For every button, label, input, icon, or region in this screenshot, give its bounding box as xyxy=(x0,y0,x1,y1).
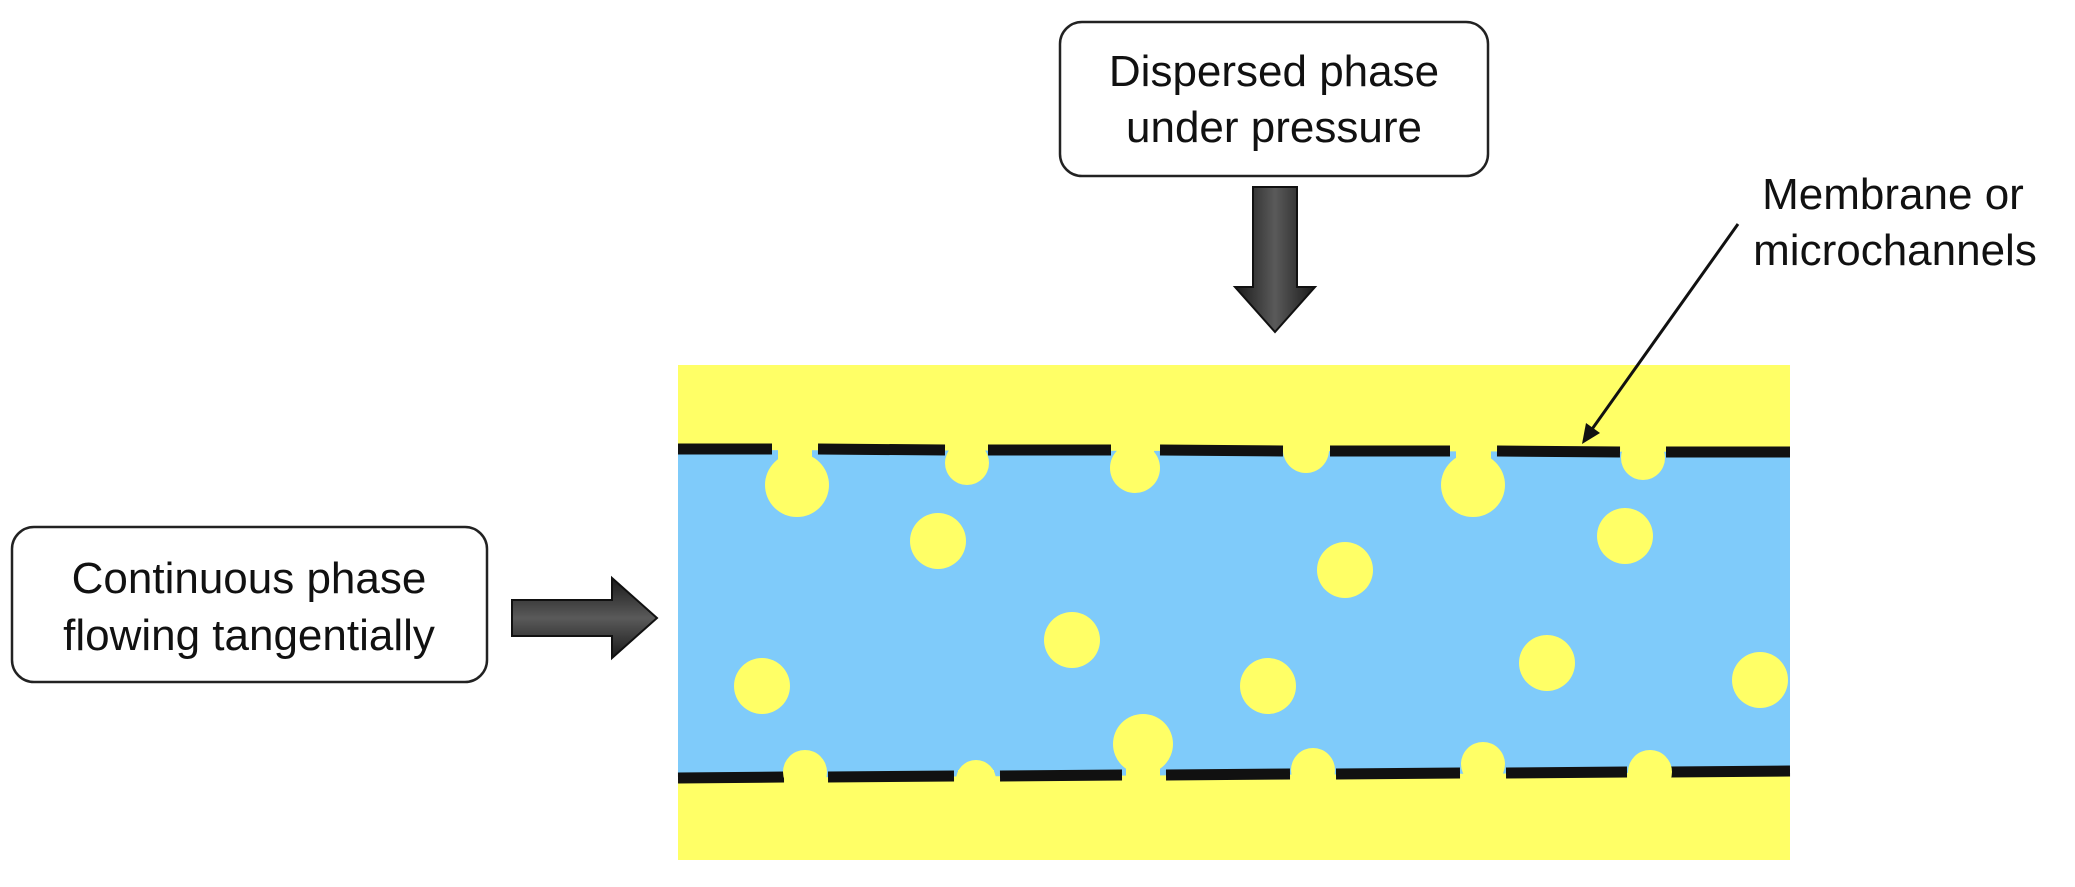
dispersed-phase-label-line2: under pressure xyxy=(1126,103,1422,152)
top-membrane xyxy=(678,443,1790,458)
bottom-pore-droplets xyxy=(783,714,1672,800)
bottom-membrane xyxy=(677,765,1791,784)
continuous-phase-channel xyxy=(678,450,1790,778)
dispersed-phase-label-line1: Dispersed phase xyxy=(1109,47,1439,96)
down-arrow-icon xyxy=(1232,186,1318,334)
continuous-phase-label-line1: Continuous phase xyxy=(72,554,427,603)
membrane-label-line1: Membrane or xyxy=(1762,170,2024,219)
continuous-phase-label-line2: flowing tangentially xyxy=(63,611,435,660)
membrane-pointer-arrow xyxy=(1582,223,1740,444)
continuous-phase-label: Continuous phase flowing tangentially xyxy=(10,525,489,684)
right-arrow-icon xyxy=(511,575,659,661)
free-droplets xyxy=(734,508,1788,714)
dispersed-phase-label: Dispersed phase under pressure xyxy=(1058,20,1490,178)
top-pore-droplets xyxy=(765,427,1665,517)
membrane-label-line2: microchannels xyxy=(1753,226,2037,275)
membrane-label: Membrane or microchannels xyxy=(1753,170,2037,275)
